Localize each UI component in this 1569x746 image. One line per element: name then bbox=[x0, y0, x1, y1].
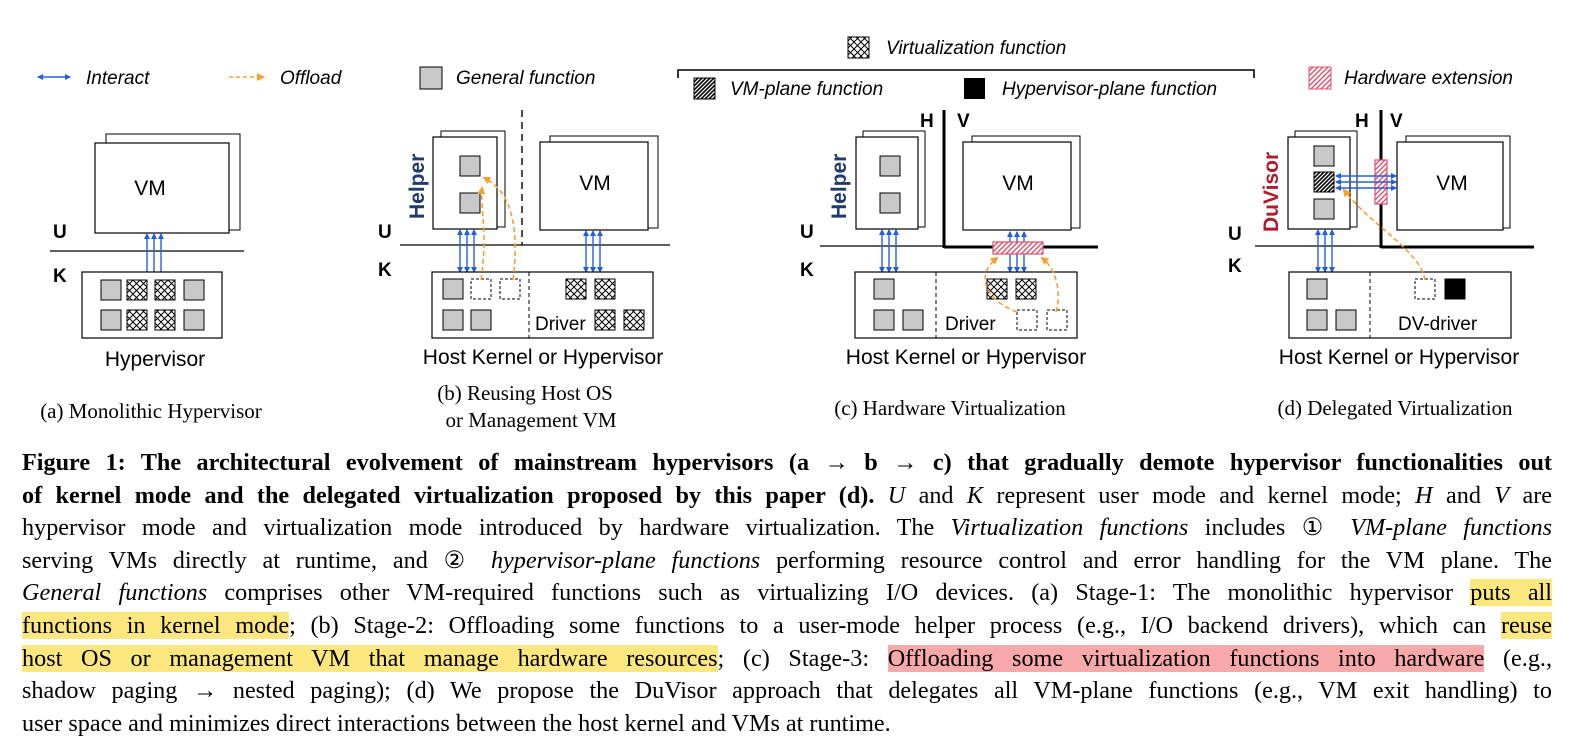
host-kernel-label: Host Kernel or Hypervisor bbox=[1279, 346, 1519, 369]
u-label: U bbox=[800, 222, 814, 243]
driver-label: Driver bbox=[945, 314, 996, 335]
caption-line-3: hypervisor mode and virtualization mode … bbox=[22, 514, 1552, 542]
caption-line-2: of kernel mode and the delegated virtual… bbox=[22, 481, 1552, 509]
panel-d: H V DuVisor VM U K bbox=[1228, 110, 1534, 420]
vm-label: VM bbox=[1436, 172, 1468, 195]
caption-line-6: functions in kernel mode; (b) Stage-2: O… bbox=[22, 611, 1552, 639]
hypervisor-plane-function-icon bbox=[964, 78, 985, 99]
vm-box bbox=[539, 141, 649, 231]
highlight-yellow[interactable]: puts all bbox=[1470, 579, 1552, 607]
caption-line-8: shadow paging → nested paging); (d) We p… bbox=[22, 677, 1552, 705]
vm-box bbox=[1396, 141, 1504, 231]
legend-vm-plane-function: VM-plane function bbox=[730, 79, 883, 100]
host-kernel-box bbox=[431, 271, 654, 339]
legend: Interact Offload General function Virtua… bbox=[37, 36, 1513, 100]
duvisor-label: DuVisor bbox=[1260, 152, 1283, 232]
interact-arrows bbox=[457, 229, 603, 273]
h-label: H bbox=[1355, 111, 1369, 132]
figure-caption: Figure 1: The architectural evolvement o… bbox=[22, 447, 1552, 740]
caption-c: (c) Hardware Virtualization bbox=[834, 396, 1066, 420]
h-label: H bbox=[920, 111, 934, 132]
caption-a: (a) Monolithic Hypervisor bbox=[40, 399, 262, 423]
panel-a: VM U K Hypervisor (a) Monolithic Hypervi… bbox=[40, 133, 262, 423]
host-kernel-label: Host Kernel or Hypervisor bbox=[423, 346, 663, 369]
legend-virtualization-function: Virtualization function bbox=[886, 38, 1066, 59]
general-function-icon bbox=[419, 66, 443, 90]
interact-arrows bbox=[1315, 229, 1335, 273]
u-label: U bbox=[378, 222, 392, 243]
caption-b-line1: (b) Reusing Host OS bbox=[437, 381, 613, 405]
k-label: K bbox=[53, 266, 67, 287]
highlight-yellow[interactable]: reuse bbox=[1500, 611, 1552, 639]
highlight-yellow[interactable]: functions in kernel mode bbox=[22, 611, 290, 639]
caption-line-1: Figure 1: The architectural evolvement o… bbox=[22, 449, 1552, 476]
vm-box bbox=[962, 141, 1072, 231]
driver-label: Driver bbox=[535, 314, 586, 335]
k-label: K bbox=[800, 260, 814, 281]
vm-label: VM bbox=[1002, 172, 1034, 195]
helper-label: Helper bbox=[406, 154, 429, 219]
hypervisor-plane-function-block bbox=[1444, 278, 1466, 300]
vm-label: VM bbox=[134, 177, 166, 200]
legend-offload: Offload bbox=[280, 68, 343, 89]
legend-hypervisor-plane-function: Hypervisor-plane function bbox=[1002, 79, 1217, 100]
hardware-extension-icon bbox=[1308, 66, 1332, 90]
caption-line-9: user space and minimizes direct interact… bbox=[22, 709, 891, 737]
offload-arrows bbox=[984, 256, 1059, 313]
highlight-red[interactable]: Offloading some virtualization functions… bbox=[887, 644, 1485, 672]
helper-box bbox=[855, 136, 919, 230]
k-label: K bbox=[378, 260, 392, 281]
u-label: U bbox=[53, 222, 67, 243]
legend-interact: Interact bbox=[86, 68, 150, 89]
panel-b: Helper VM U K Driver bbox=[378, 110, 670, 432]
v-label: V bbox=[1390, 111, 1403, 132]
vm-plane-function-icon bbox=[693, 77, 716, 100]
vm-plane-function-block bbox=[1313, 171, 1335, 193]
hypervisor-label: Hypervisor bbox=[105, 348, 205, 371]
legend-general-function: General function bbox=[456, 68, 595, 89]
host-kernel-label: Host Kernel or Hypervisor bbox=[846, 346, 1086, 369]
interact-arrows-horizontal bbox=[1335, 173, 1397, 191]
u-label: U bbox=[1228, 224, 1242, 245]
figure-1-diagram: Interact Offload General function Virtua… bbox=[37, 36, 1534, 432]
legend-bracket bbox=[677, 69, 1255, 78]
caption-line-4: serving VMs directly at runtime, and ② h… bbox=[22, 546, 1552, 574]
virtualization-function-icon bbox=[847, 36, 870, 59]
offload-arrows bbox=[477, 176, 516, 281]
hardware-extension-block bbox=[992, 241, 1044, 255]
panel-c: H V Helper VM U K bbox=[800, 110, 1098, 420]
offload-arrows bbox=[1342, 188, 1426, 281]
caption-line-7: host OS or management VM that manage har… bbox=[22, 644, 1553, 672]
legend-hardware-extension: Hardware extension bbox=[1344, 68, 1513, 89]
dv-driver-label: DV-driver bbox=[1398, 314, 1478, 335]
k-label: K bbox=[1228, 256, 1242, 277]
caption-d: (d) Delegated Virtualization bbox=[1277, 396, 1513, 420]
helper-box bbox=[432, 136, 498, 230]
vm-label: VM bbox=[579, 172, 611, 195]
caption-line-5: General functions comprises other VM-req… bbox=[22, 579, 1552, 607]
v-label: V bbox=[957, 111, 970, 132]
helper-label: Helper bbox=[828, 154, 851, 219]
caption-b-line2: or Management VM bbox=[445, 408, 616, 432]
highlight-yellow[interactable]: host OS or management VM that manage har… bbox=[22, 644, 718, 672]
function-blocks bbox=[100, 279, 205, 331]
